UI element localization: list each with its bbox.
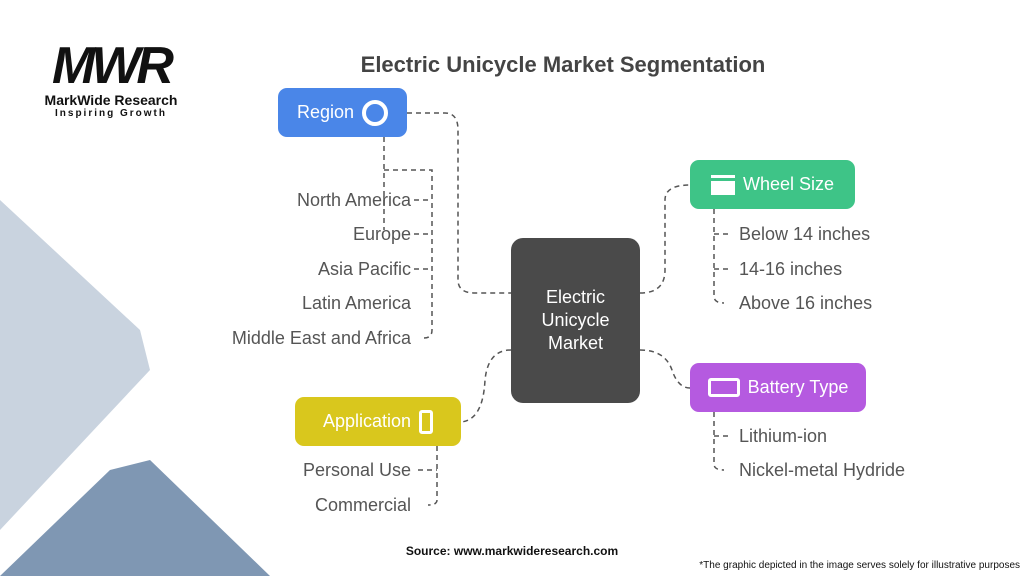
list-item: Below 14 inches — [739, 224, 871, 244]
list-item: Asia Pacific — [317, 259, 411, 279]
list-item: Nickel-metal Hydride — [739, 460, 906, 480]
segment-region: Region — [278, 88, 407, 137]
segment-wheel-size: Wheel Size — [690, 160, 855, 209]
list-item: Lithium-ion — [739, 426, 828, 446]
list-item: Personal Use — [302, 460, 411, 480]
devices-icon — [419, 409, 434, 434]
wheel-size-icon — [710, 174, 735, 195]
segment-battery-type: Battery Type — [690, 363, 866, 412]
list-item: North America — [296, 190, 411, 210]
list-item: Commercial — [314, 495, 411, 515]
list-item: Europe — [352, 224, 411, 244]
segment-application: Application — [295, 397, 461, 446]
list-item: 14-16 inches — [739, 259, 843, 279]
logo: MWR MarkWide Research Inspiring Growth — [44, 37, 178, 119]
list-item: Above 16 inches — [739, 293, 873, 313]
center-node: Electric Unicycle Market — [511, 238, 640, 403]
source-text: Source: www.markwideresearch.com — [405, 544, 619, 558]
footnote: *The graphic depicted in the image serve… — [699, 560, 1020, 571]
page-title: Electric Unicycle Market Segmentation — [360, 52, 766, 77]
battery-icon — [707, 378, 740, 397]
connector-lines — [383, 112, 732, 506]
list-item: Middle East and Africa — [231, 328, 411, 348]
list-item: Latin America — [301, 293, 411, 313]
globe-icon — [362, 99, 389, 126]
